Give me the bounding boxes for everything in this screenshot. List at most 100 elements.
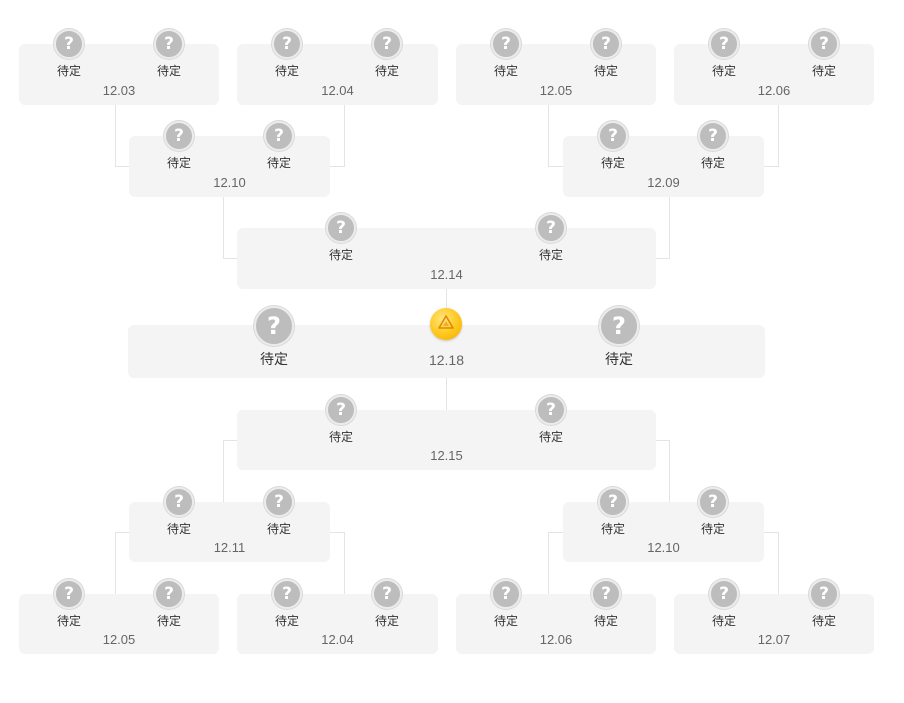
team-slot: ? 待定 (159, 487, 199, 536)
team-slot: ? 待定 (149, 579, 189, 628)
match-card-top-r1-1[interactable]: ? 待定 ? 待定 12.03 (19, 29, 219, 105)
team-name: 待定 (811, 614, 836, 628)
question-mark-icon: ? (272, 29, 302, 59)
team-name: 待定 (600, 156, 625, 170)
question-mark-icon: ? (591, 29, 621, 59)
team-name: 待定 (600, 522, 625, 536)
team-slot: ? 待定 (531, 213, 571, 262)
question-mark-icon: ? (809, 579, 839, 609)
match-card-final[interactable]: ? 待定 12.18 ? 待定 (128, 306, 765, 378)
team-name: 待定 (328, 430, 353, 444)
team-slot: ? 待定 (531, 395, 571, 444)
question-mark-icon: ? (536, 395, 566, 425)
match-date: 12.14 (430, 267, 463, 282)
match-card-top-r1-2[interactable]: ? 待定 ? 待定 12.04 (237, 29, 438, 105)
match-date: 12.10 (647, 540, 680, 555)
match-card-bottom-r1-1[interactable]: ? 待定 ? 待定 12.05 (19, 579, 219, 654)
team-name: 待定 (493, 614, 518, 628)
team-slot: ? 待定 (267, 29, 307, 78)
match-date: 12.07 (757, 632, 791, 647)
match-date: 12.11 (213, 540, 246, 555)
question-mark-icon: ? (154, 579, 184, 609)
question-mark-icon: ? (709, 579, 739, 609)
team-slot: ? 待定 (599, 306, 639, 366)
question-mark-icon: ? (164, 121, 194, 151)
team-slot: ? 待定 (704, 29, 744, 78)
team-slot: ? 待定 (259, 487, 299, 536)
team-slot: ? 待定 (704, 579, 744, 628)
team-slot: ? 待定 (804, 29, 844, 78)
team-name: 待定 (700, 156, 725, 170)
team-name: 待定 (328, 248, 353, 262)
team-name: 待定 (538, 430, 563, 444)
match-date: 12.03 (102, 83, 136, 98)
question-mark-icon: ? (598, 487, 628, 517)
match-card-top-semifinal[interactable]: ? 待定 ? 待定 12.14 (237, 213, 656, 289)
team-slot: ? 待定 (149, 29, 189, 78)
team-slot: ? 待定 (367, 29, 407, 78)
question-mark-icon: ? (54, 29, 84, 59)
question-mark-icon: ? (264, 121, 294, 151)
team-name: 待定 (711, 614, 736, 628)
question-mark-icon: ? (698, 121, 728, 151)
team-name: 待定 (274, 64, 299, 78)
team-name: 待定 (274, 614, 299, 628)
question-mark-icon: ? (599, 306, 639, 346)
question-mark-icon: ? (54, 579, 84, 609)
trophy-icon (430, 308, 462, 340)
match-card-bottom-r1-4[interactable]: ? 待定 ? 待定 12.07 (674, 579, 874, 654)
match-date: 12.09 (647, 175, 680, 190)
question-mark-icon: ? (326, 395, 356, 425)
team-slot: ? 待定 (254, 306, 294, 366)
team-slot: ? 待定 (693, 121, 733, 170)
team-slot: ? 待定 (593, 121, 633, 170)
match-card-bottom-r1-2[interactable]: ? 待定 ? 待定 12.04 (237, 579, 438, 654)
match-card-top-r2-1[interactable]: ? 待定 ? 待定 12.10 (129, 121, 330, 197)
team-slot: ? 待定 (586, 29, 626, 78)
match-date: 12.06 (539, 632, 573, 647)
team-name: 待定 (266, 522, 291, 536)
team-name: 待定 (374, 614, 399, 628)
team-slot: ? 待定 (321, 213, 361, 262)
question-mark-icon: ? (491, 579, 521, 609)
team-name: 待定 (156, 64, 181, 78)
team-name: 待定 (538, 248, 563, 262)
question-mark-icon: ? (598, 121, 628, 151)
team-name: 待定 (374, 64, 399, 78)
team-name: 待定 (166, 522, 191, 536)
team-name: 待定 (811, 64, 836, 78)
question-mark-icon: ? (709, 29, 739, 59)
team-slot: ? 待定 (586, 579, 626, 628)
question-mark-icon: ? (591, 579, 621, 609)
team-slot: ? 待定 (159, 121, 199, 170)
team-slot: ? 待定 (693, 487, 733, 536)
question-mark-icon: ? (254, 306, 294, 346)
match-card-bottom-semifinal[interactable]: ? 待定 ? 待定 12.15 (237, 395, 656, 470)
team-slot: ? 待定 (804, 579, 844, 628)
team-slot: ? 待定 (486, 29, 526, 78)
question-mark-icon: ? (698, 487, 728, 517)
match-date: 12.10 (213, 175, 246, 190)
question-mark-icon: ? (372, 29, 402, 59)
team-slot: ? 待定 (367, 579, 407, 628)
team-name: 待定 (700, 522, 725, 536)
team-slot: ? 待定 (49, 579, 89, 628)
question-mark-icon: ? (491, 29, 521, 59)
match-card-bottom-r1-3[interactable]: ? 待定 ? 待定 12.06 (456, 579, 656, 654)
team-name: 待定 (266, 156, 291, 170)
team-slot: ? 待定 (321, 395, 361, 444)
question-mark-icon: ? (372, 579, 402, 609)
team-name: 待定 (593, 614, 618, 628)
match-card-top-r1-3[interactable]: ? 待定 ? 待定 12.05 (456, 29, 656, 105)
match-date: 12.04 (321, 632, 354, 647)
team-slot: ? 待定 (486, 579, 526, 628)
question-mark-icon: ? (154, 29, 184, 59)
match-date: 12.04 (321, 83, 354, 98)
match-card-bottom-r2-1[interactable]: ? 待定 ? 待定 12.11 (129, 487, 330, 562)
question-mark-icon: ? (164, 487, 194, 517)
question-mark-icon: ? (809, 29, 839, 59)
match-card-bottom-r2-2[interactable]: ? 待定 ? 待定 12.10 (563, 487, 764, 562)
match-card-top-r2-2[interactable]: ? 待定 ? 待定 12.09 (563, 121, 764, 197)
match-date: 12.15 (430, 448, 463, 463)
match-card-top-r1-4[interactable]: ? 待定 ? 待定 12.06 (674, 29, 874, 105)
